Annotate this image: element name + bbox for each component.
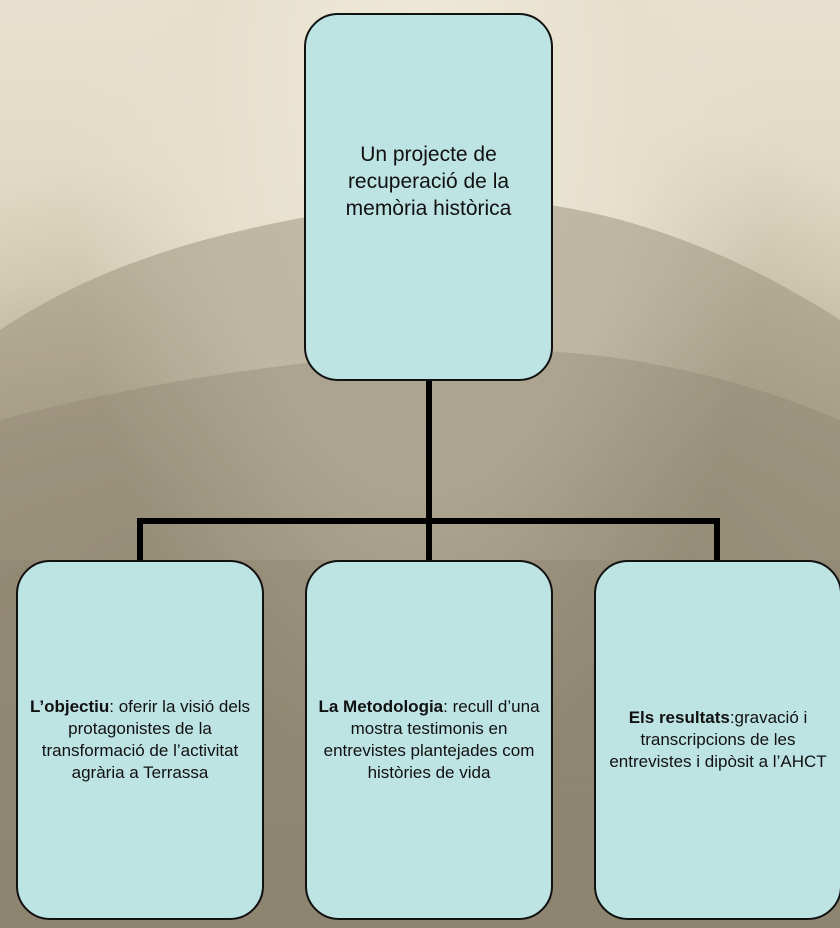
root-node-text: Un projecte de recuperació de la memòria… [345, 142, 512, 220]
results-heading: Els resultats [628, 708, 730, 727]
child-node-methodology-text: La Metodologia: recull d’una mostra test… [313, 696, 545, 784]
child-node-results: Els resultats:gravació i transcripcions … [594, 560, 840, 920]
objective-heading: L’objectiu [29, 697, 110, 716]
child-node-results-text: Els resultats:gravació i transcripcions … [602, 707, 834, 773]
branch-drop-left [137, 518, 143, 561]
objective-description: : oferir la visió dels protagonistes de … [41, 697, 251, 782]
results-description: :gravació i transcripcions de les entrev… [609, 708, 827, 771]
methodology-description: : recull d’una mostra testimonis en entr… [323, 697, 540, 782]
child-node-methodology: La Metodologia: recull d’una mostra test… [305, 560, 553, 920]
root-node: Un projecte de recuperació de la memòria… [304, 13, 553, 381]
branch-drop-right [714, 518, 720, 561]
methodology-heading: La Metodologia [318, 697, 444, 716]
child-node-objective-text: L’objectiu: oferir la visió dels protago… [24, 696, 256, 784]
root-stem-line [426, 381, 432, 522]
child-node-objective: L’objectiu: oferir la visió dels protago… [16, 560, 264, 920]
branch-drop-center [426, 518, 432, 561]
